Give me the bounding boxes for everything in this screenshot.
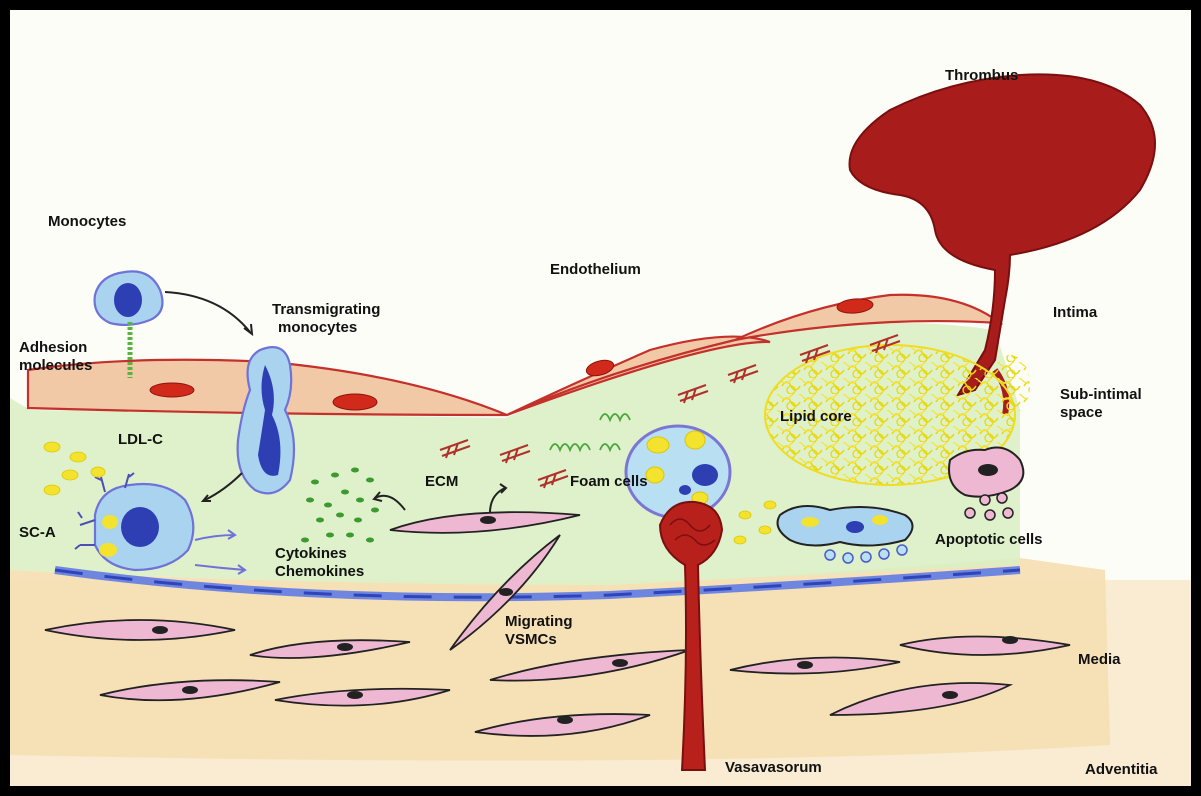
label-intima: Intima [1053, 303, 1097, 322]
label-ldl-c: LDL-C [118, 430, 163, 449]
label-vasavasorum: Vasavasorum [725, 758, 822, 777]
label-adhesion-2: molecules [19, 356, 92, 375]
label-subintimal-2: space [1060, 403, 1103, 422]
label-subintimal-1: Sub-intimal [1060, 385, 1142, 404]
label-endothelium: Endothelium [550, 260, 641, 279]
label-ecm: ECM [425, 472, 458, 491]
label-cytokines: Cytokines [275, 544, 347, 563]
label-transmigrating-2: monocytes [278, 318, 357, 337]
label-media: Media [1078, 650, 1121, 669]
label-monocytes: Monocytes [48, 212, 126, 231]
label-chemokines: Chemokines [275, 562, 364, 581]
label-apoptotic-cells: Apoptotic cells [935, 530, 1043, 549]
label-sc-a: SC-A [19, 523, 56, 542]
atherosclerosis-illustration [10, 10, 1191, 786]
label-foam-cells: Foam cells [570, 472, 648, 491]
label-migrating-2: VSMCs [505, 630, 557, 649]
label-transmigrating-1: Transmigrating [272, 300, 380, 319]
label-adventitia: Adventitia [1085, 760, 1158, 779]
apoptotic-cell-1 [778, 506, 913, 546]
label-thrombus: Thrombus [945, 66, 1018, 85]
label-migrating-1: Migrating [505, 612, 573, 631]
diagram-frame: Thrombus Monocytes Endothelium Transmigr… [10, 10, 1191, 786]
label-lipid-core: Lipid core [780, 407, 852, 426]
label-adhesion-1: Adhesion [19, 338, 87, 357]
